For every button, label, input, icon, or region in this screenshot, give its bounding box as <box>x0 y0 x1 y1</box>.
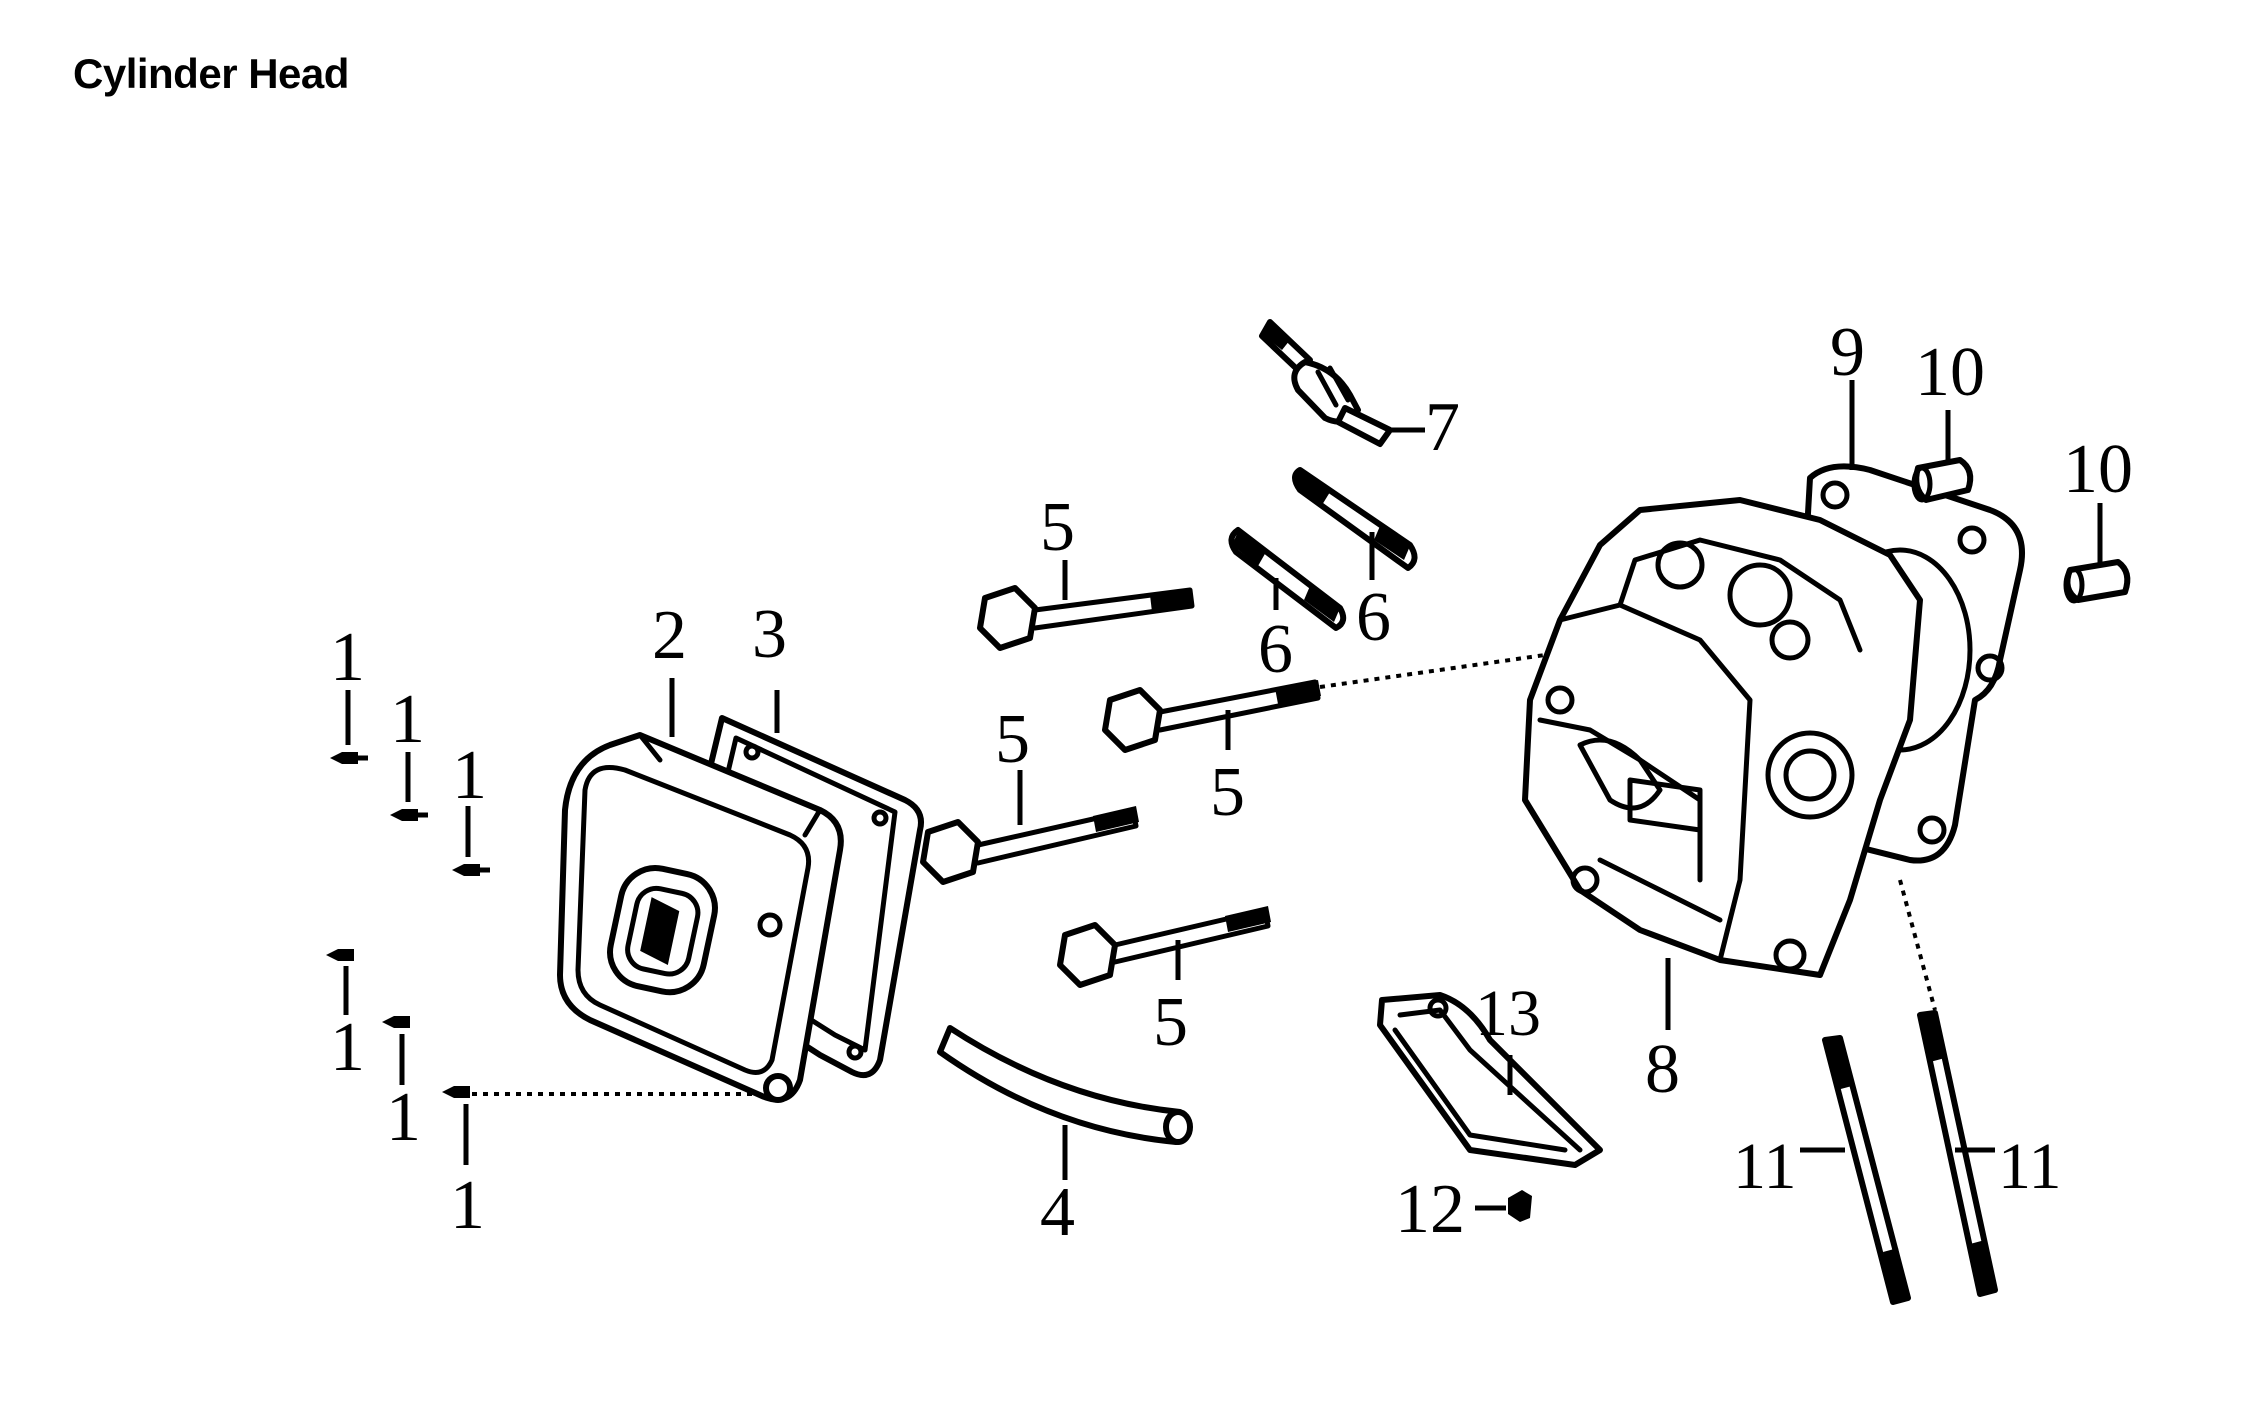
screw-1f <box>442 1086 470 1098</box>
callout-4: 4 <box>1040 1174 1075 1251</box>
screw-1b <box>390 809 428 821</box>
part-5-bolts <box>920 585 1321 988</box>
callout-11b: 11 <box>1998 1130 2062 1203</box>
callout-7: 7 <box>1425 389 1460 466</box>
callout-9: 9 <box>1830 314 1865 391</box>
callout-6a: 6 <box>1258 611 1293 688</box>
part-7-spark-plug <box>1259 319 1393 447</box>
callout-1c: 1 <box>452 737 487 814</box>
part-8-cylinder-head <box>1522 497 1923 978</box>
callout-1e: 1 <box>386 1079 421 1156</box>
part-10-dowels <box>1911 457 2131 604</box>
part-2-valve-cover <box>557 732 844 1103</box>
part-1-screws <box>326 752 490 1098</box>
callout-1f: 1 <box>450 1167 485 1244</box>
callout-1b: 1 <box>390 681 425 758</box>
screw-1d <box>326 949 354 961</box>
callout-1d: 1 <box>330 1009 365 1086</box>
part-12-screw <box>1508 1190 1532 1222</box>
part-1-leaders <box>343 690 780 1165</box>
screw-1a <box>330 752 368 764</box>
callout-1a: 1 <box>330 619 365 696</box>
bolt-5a <box>977 585 1195 651</box>
callout-12: 12 <box>1395 1171 1465 1248</box>
callout-3: 3 <box>752 596 787 673</box>
callout-5d: 5 <box>1153 984 1188 1061</box>
callout-6b: 6 <box>1356 579 1391 656</box>
callout-2: 2 <box>652 597 687 674</box>
callout-13: 13 <box>1475 977 1541 1050</box>
part-5-leaders <box>1017 560 1546 980</box>
bolt-5d <box>1057 906 1271 988</box>
part-13-guide-plate <box>1377 992 1603 1168</box>
part-11-leaders <box>1800 879 1995 1153</box>
callout-5a: 5 <box>1040 489 1075 566</box>
bolt-5c <box>920 806 1139 885</box>
callout-10a: 10 <box>1915 334 1985 411</box>
callout-10b: 10 <box>2063 431 2133 508</box>
page-title: Cylinder Head <box>73 50 349 97</box>
screw-1e <box>382 1016 410 1028</box>
callout-8: 8 <box>1645 1031 1680 1108</box>
part-11-long-studs <box>1822 1010 1998 1305</box>
callout-5b: 5 <box>1210 754 1245 831</box>
part-4-breather-tube <box>937 1025 1193 1145</box>
screw-1c <box>452 864 490 876</box>
callout-5c: 5 <box>995 701 1030 778</box>
callout-11a: 11 <box>1733 1130 1797 1203</box>
bolt-5b <box>1102 679 1321 753</box>
part-6-studs <box>1228 467 1418 631</box>
